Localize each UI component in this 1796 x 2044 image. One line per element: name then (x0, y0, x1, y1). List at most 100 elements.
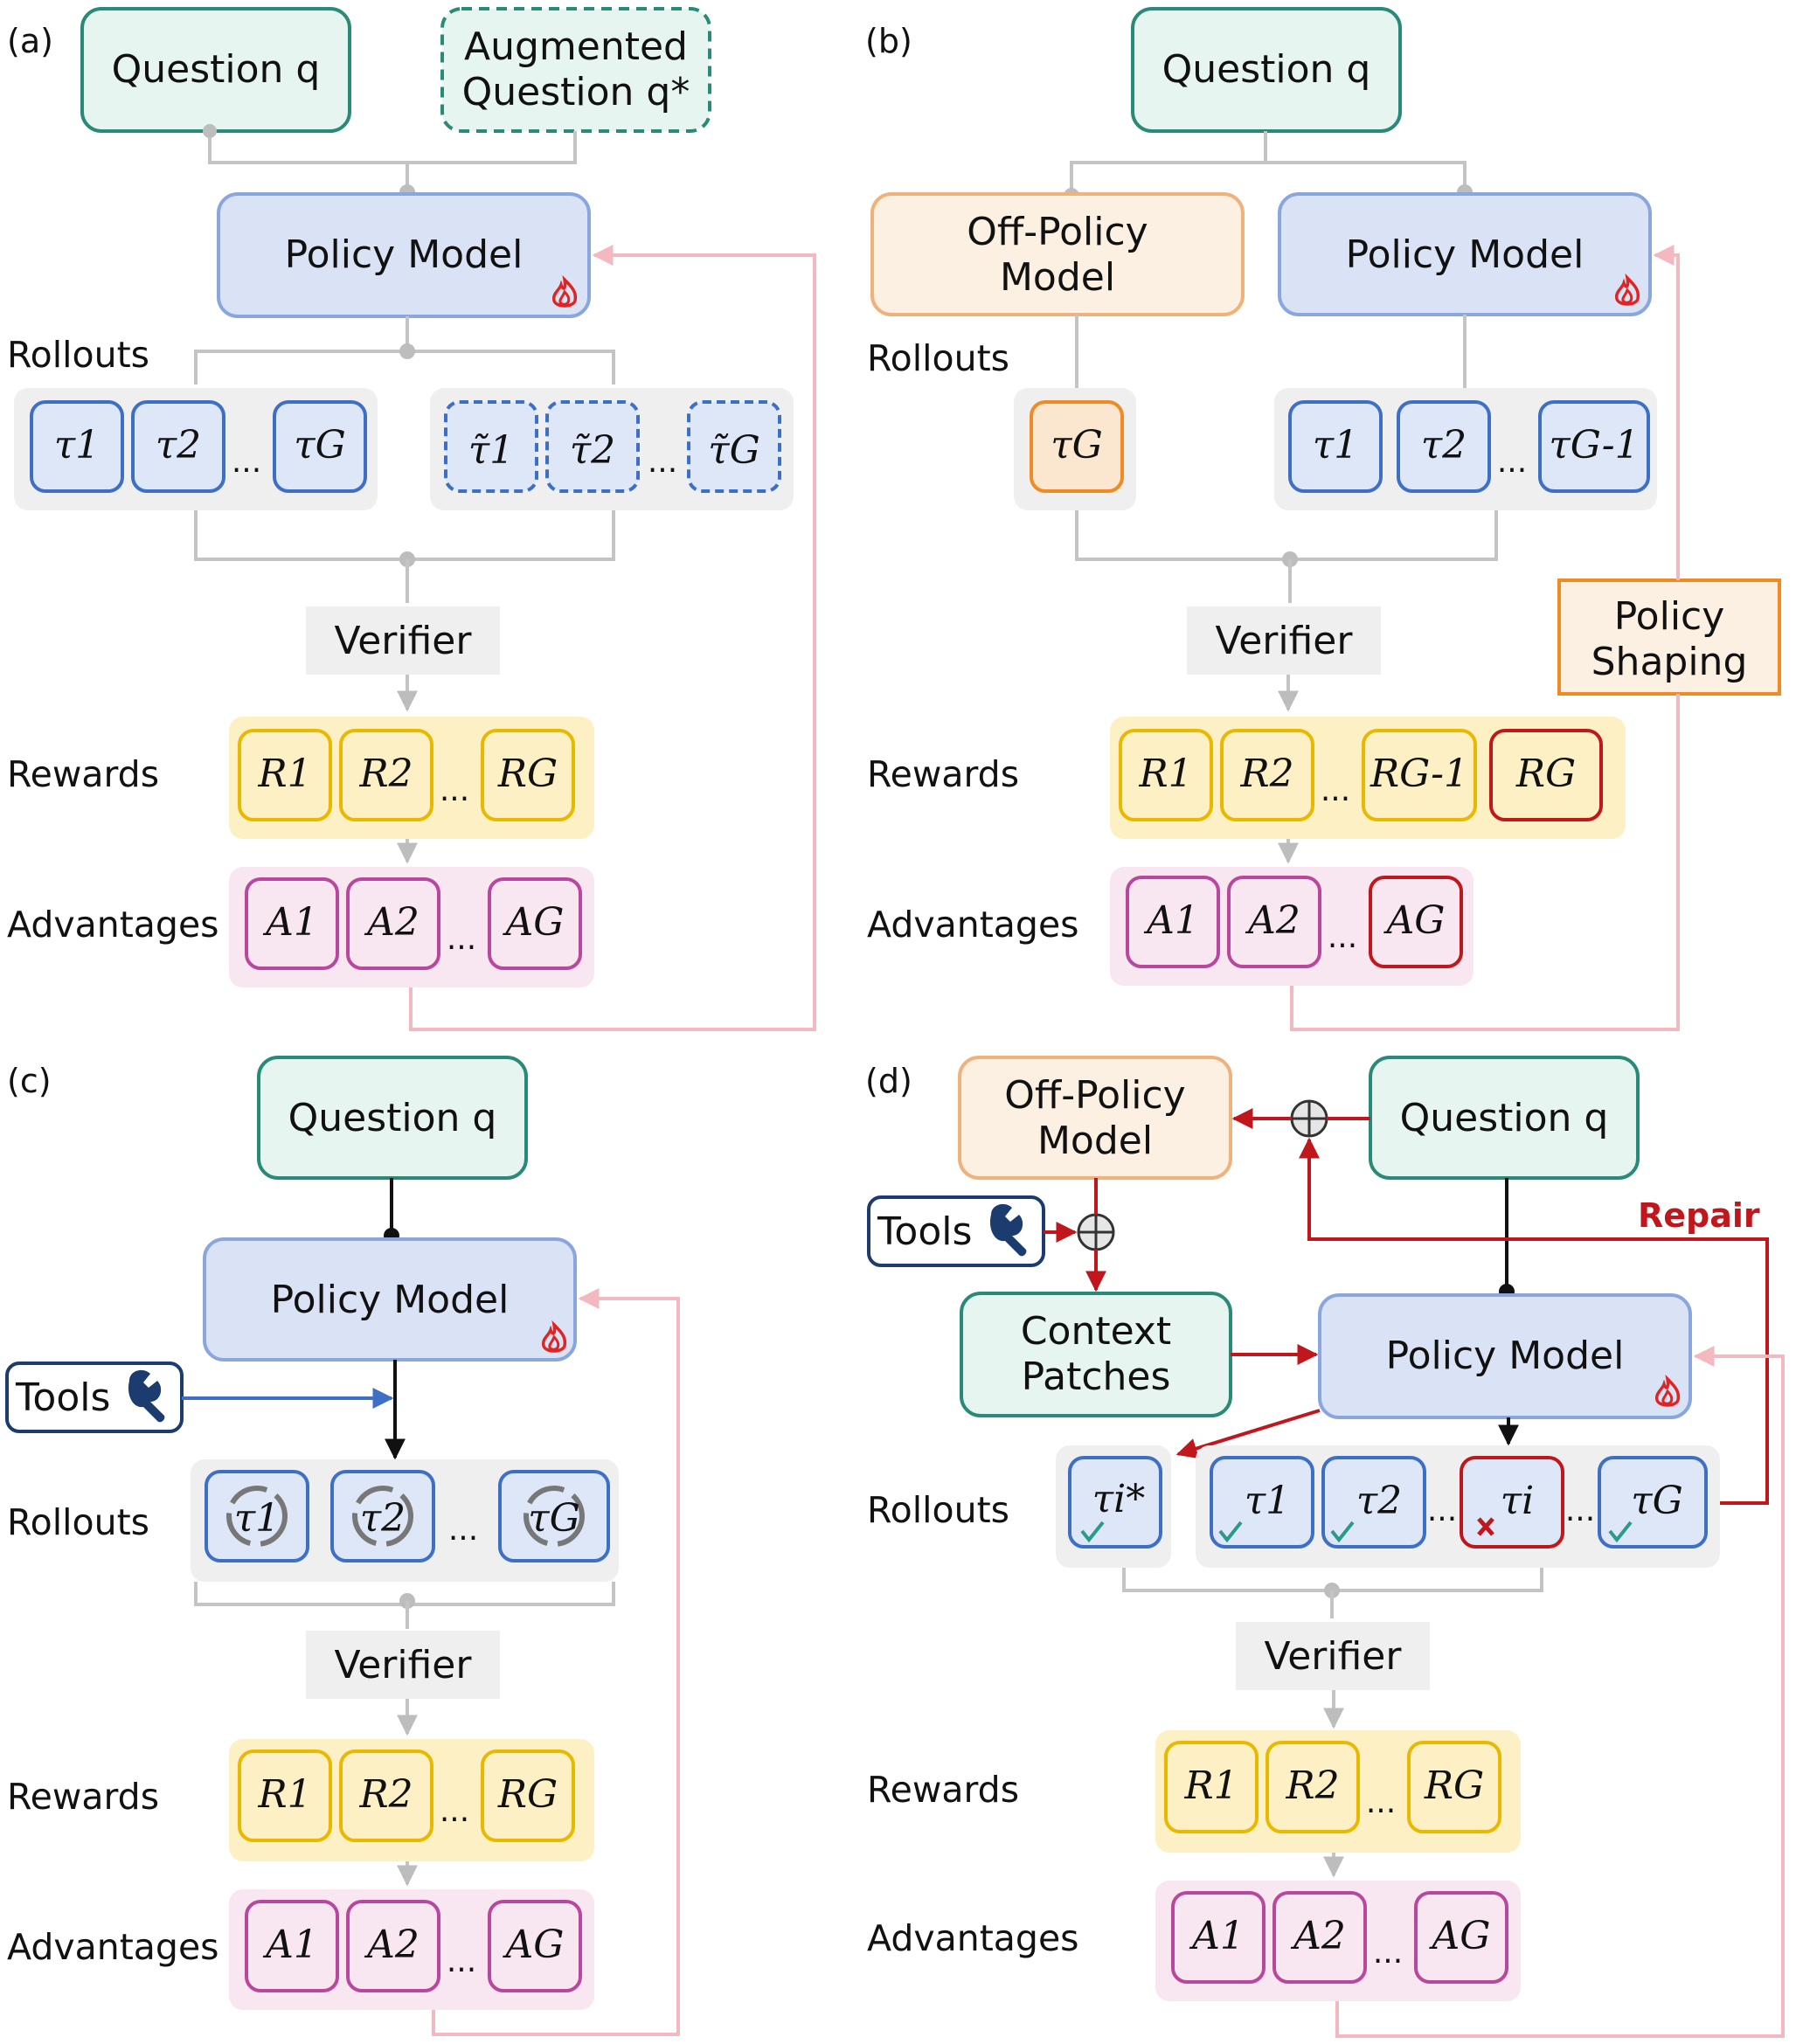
offpolicy-line2: Model (1000, 255, 1115, 300)
policy-model-text: Policy Model (1346, 232, 1585, 277)
augmented-line2: Question q* (462, 70, 690, 114)
reward-g (1489, 729, 1603, 821)
adv-g-text: AG (1429, 1914, 1491, 1958)
policy-shaping-box (1557, 579, 1781, 696)
verifier-box (1187, 606, 1381, 675)
rollout-2 (1321, 1456, 1426, 1549)
cycle-icon (524, 1486, 585, 1547)
verifier-text: Verifier (335, 1643, 473, 1687)
reward-g (481, 729, 575, 821)
rewards-label: Rewards (7, 753, 159, 795)
reward-2-text: R2 (358, 752, 413, 796)
policy-model-text: Policy Model (271, 1278, 510, 1322)
rollout-2-text: τ2 (360, 1496, 406, 1541)
ellipsis: ... (648, 444, 677, 480)
context-line2: Patches (1022, 1355, 1171, 1399)
rollout-1-text: τ1 (1313, 423, 1358, 468)
rollouts-label: Rollouts (867, 1489, 1009, 1531)
rollout-2-text: τ2 (156, 423, 201, 468)
reward-2-text: R2 (1285, 1763, 1339, 1808)
check-icon (1218, 1521, 1243, 1543)
adv-1-text: A1 (1189, 1914, 1245, 1958)
tools-text: Tools (877, 1209, 972, 1254)
rewards-label: Rewards (867, 753, 1019, 795)
feedback-arrow (1335, 1346, 1785, 2038)
reward-2 (1266, 1741, 1360, 1833)
cross-icon (1477, 1517, 1494, 1536)
rollout-g-text: τG (528, 1496, 580, 1541)
policy-shaping-line2: Shaping (1591, 640, 1748, 684)
adv-2 (1272, 1891, 1367, 1984)
context-line1: Context (1021, 1309, 1171, 1354)
augmented-question-box (440, 7, 711, 133)
check-icon (1080, 1521, 1105, 1543)
reward-g-1-text: RG-1 (1370, 752, 1468, 796)
reward-g-text: RG (497, 752, 558, 796)
panel-c: (c) Question q Policy Model Tools Rollou… (5, 1056, 680, 2036)
adv-g (1414, 1891, 1508, 1984)
adv-1 (245, 1900, 339, 1992)
adv-g (488, 1900, 582, 1992)
panel-b: (b) Question q Off-Policy Model Policy M… (865, 7, 1781, 1031)
ellipsis: ... (1328, 919, 1357, 955)
reward-g-1 (1362, 729, 1477, 821)
rollout-1 (30, 400, 124, 493)
feedback-arrow (432, 1288, 680, 2036)
ellipsis: ... (1321, 773, 1350, 808)
policy-model-text: Policy Model (285, 232, 524, 277)
reward-g (1407, 1741, 1501, 1833)
adv-1 (245, 877, 339, 970)
rollouts-label: Rollouts (7, 334, 149, 376)
offpolicy-line1: Off-Policy (1004, 1073, 1185, 1118)
aug-rollout-1-text: τ̃1 (468, 428, 514, 473)
xor-icon (1290, 1099, 1328, 1138)
rollout-g (498, 1470, 610, 1562)
reward-2 (1220, 729, 1314, 821)
verifier-box (1236, 1622, 1430, 1690)
ellipsis: ... (1497, 444, 1527, 480)
adv-g-text: AG (1383, 898, 1446, 943)
augmented-line1: Augmented (464, 24, 688, 69)
advantages-label: Advantages (867, 1917, 1079, 1959)
question-text: Question q (1400, 1096, 1609, 1140)
policy-model-box (1318, 1293, 1692, 1419)
rollout-1 (1288, 400, 1383, 493)
aug-rollout-1 (444, 400, 538, 493)
adv-2 (1227, 876, 1321, 968)
reward-g-text: RG (1424, 1763, 1484, 1808)
rollout-1 (205, 1470, 309, 1562)
rollout-g-text: τG (294, 423, 346, 468)
ellipsis: ... (447, 921, 476, 957)
policy-shaping-line1: Policy (1614, 594, 1725, 639)
aug-rollout-g (687, 400, 781, 493)
reward-1 (1164, 1741, 1259, 1833)
adv-1-text: A1 (262, 1923, 318, 1967)
verifier-box (306, 606, 500, 675)
check-icon (1608, 1521, 1633, 1543)
rollout-2 (1397, 400, 1491, 493)
repaired-rollout (1068, 1456, 1162, 1549)
aug-rollout-2-text: τ̃2 (570, 428, 615, 473)
verifier-box (306, 1631, 500, 1699)
adv-2-text: A2 (1290, 1914, 1346, 1958)
reward-1-text: R1 (257, 1772, 311, 1817)
reward-2 (339, 729, 433, 821)
repair-arrow (1299, 1137, 1769, 1505)
ellipsis: ... (447, 1944, 476, 1979)
rollout-1-text: τ1 (234, 1496, 280, 1541)
question-text: Question q (1162, 47, 1371, 92)
feedback-arrow (409, 245, 816, 1031)
rollout-2 (330, 1470, 435, 1562)
advantages-label: Advantages (867, 904, 1079, 946)
ellipsis: ... (1366, 1784, 1396, 1820)
ellipsis: ... (448, 1512, 478, 1548)
reward-1-text: R1 (257, 752, 311, 796)
question-text: Question q (112, 47, 321, 92)
panel-c-label: (c) (7, 1062, 52, 1100)
reward-2 (339, 1750, 433, 1842)
panel-b-label: (b) (865, 22, 912, 60)
cycle-icon (352, 1486, 413, 1547)
reward-1 (238, 1750, 332, 1842)
offpolicy-line1: Off-Policy (967, 210, 1148, 254)
